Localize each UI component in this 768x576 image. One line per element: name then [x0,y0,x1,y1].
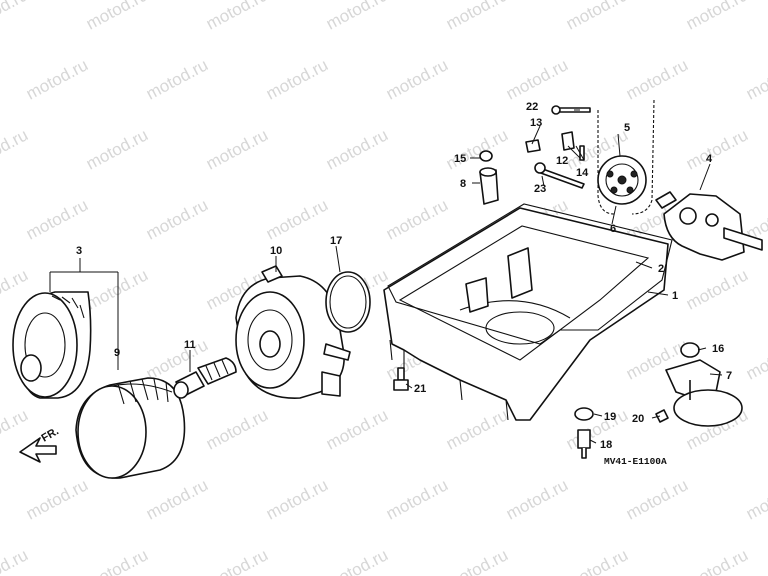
watermark-text: motod.ru [143,55,211,103]
bolt-18[interactable] [577,429,591,459]
watermark-text: motod.ru [203,0,271,34]
watermark-text: motod.ru [743,335,768,383]
watermark-text: motod.ru [383,55,451,103]
watermark-text: motod.ru [443,125,511,173]
watermark-text: motod.ru [563,405,631,453]
callout-20: 20 [632,413,644,425]
watermark-text: motod.ru [323,405,391,453]
watermark-text: motod.ru [563,0,631,34]
callout-21: 21 [414,383,426,395]
watermark-text: motod.ru [743,55,768,103]
bolt-22[interactable] [551,105,591,115]
callout-13: 13 [530,117,542,129]
watermark-text: motod.ru [683,265,751,313]
watermark-text: motod.ru [503,475,571,523]
oil-pan-gasket[interactable] [387,203,673,345]
collar-12[interactable] [561,131,575,151]
watermark-text: motod.ru [203,125,271,173]
watermark-text: motod.ru [83,125,151,173]
callout-5: 5 [624,122,630,134]
callout-1: 1 [672,290,678,302]
oil-pipe-fitting[interactable] [173,357,237,399]
watermark-text: motod.ru [0,405,31,453]
o-ring-large-inner [329,275,367,329]
watermark-text: motod.ru [443,545,511,576]
watermark-text: motod.ru [143,195,211,243]
watermark-text: motod.ru [83,545,151,576]
drive-chain[interactable] [597,99,655,215]
watermark-text: motod.ru [0,545,31,576]
callout-4: 4 [706,153,713,165]
oil-strainer[interactable] [665,359,743,427]
callout-15: 15 [454,153,466,165]
washer-15[interactable] [479,150,493,162]
bolt-23[interactable] [534,162,585,189]
front-arrow: FR. [19,425,61,463]
callout-10: 10 [270,245,282,257]
watermark-text: motod.ru [83,0,151,34]
o-ring-large[interactable] [325,271,371,333]
bolt-20[interactable] [655,409,669,423]
callout-labels: 3 9 10 17 11 22 13 12 14 15 8 23 5 4 6 2… [76,101,732,451]
callout-16: 16 [712,343,724,355]
watermark-text: motod.ru [323,0,391,34]
watermark-text: motod.ru [23,55,91,103]
front-arrow-label: FR. [40,425,61,444]
callout-6: 6 [610,223,616,235]
callout-17: 17 [330,235,342,247]
diagram-code: MV41-E1100A [604,456,667,467]
watermark-text: motod.ru [623,475,691,523]
callout-8: 8 [460,178,466,190]
watermark-text: motod.ru [0,125,31,173]
washer-19[interactable] [574,407,594,421]
oil-pump[interactable] [655,191,763,261]
watermark-text: motod.ru [0,0,31,34]
watermark-text: motod.ru [623,55,691,103]
oil-pan[interactable] [383,207,669,421]
oil-filter-cartridge[interactable] [12,291,92,399]
bolt-21[interactable] [393,367,409,391]
watermark-text: motod.ru [143,335,211,383]
watermark-text: motod.ru [443,405,511,453]
watermark-text: motod.ru [443,0,511,34]
callout-9: 9 [114,347,120,359]
bolt-14[interactable] [579,145,585,161]
watermark-text: motod.ru [203,545,271,576]
watermark-text: motod.ru [323,125,391,173]
watermark-text: motod.ru [263,195,331,243]
watermark-text: motod.ru [263,55,331,103]
watermark-text: motod.ru [503,55,571,103]
watermark-text: motod.ru [683,545,751,576]
callout-23: 23 [534,183,546,195]
watermark-text: motod.ru [23,475,91,523]
callout-18: 18 [600,439,612,451]
oil-pump-sprocket[interactable] [597,155,647,205]
watermark-text: motod.ru [23,195,91,243]
watermark-text: motod.ru [263,475,331,523]
callout-11: 11 [184,339,196,351]
watermark-text: motod.ru [143,475,211,523]
oil-filter-spin-on[interactable] [75,377,186,479]
watermark-text: motod.ru [323,545,391,576]
watermark-text: motod.ru [683,0,751,34]
watermark-text: motod.ru [383,475,451,523]
callout-3: 3 [76,245,82,257]
leader-lines [49,109,723,444]
watermark-text: motod.ru [743,475,768,523]
watermark-text: motod.ru [203,405,271,453]
callout-19: 19 [604,411,616,423]
watermark-text: motod.ru [683,125,751,173]
watermark-text: motod.ru [563,545,631,576]
callout-14: 14 [576,167,589,179]
watermark-text: motod.ru [383,195,451,243]
callout-22: 22 [526,101,538,113]
oil-fitting[interactable] [479,167,499,205]
callout-7: 7 [726,370,732,382]
callout-2: 2 [658,263,664,275]
oil-cooler[interactable] [235,265,351,399]
o-ring-16[interactable] [680,342,700,358]
callout-12: 12 [556,155,568,167]
